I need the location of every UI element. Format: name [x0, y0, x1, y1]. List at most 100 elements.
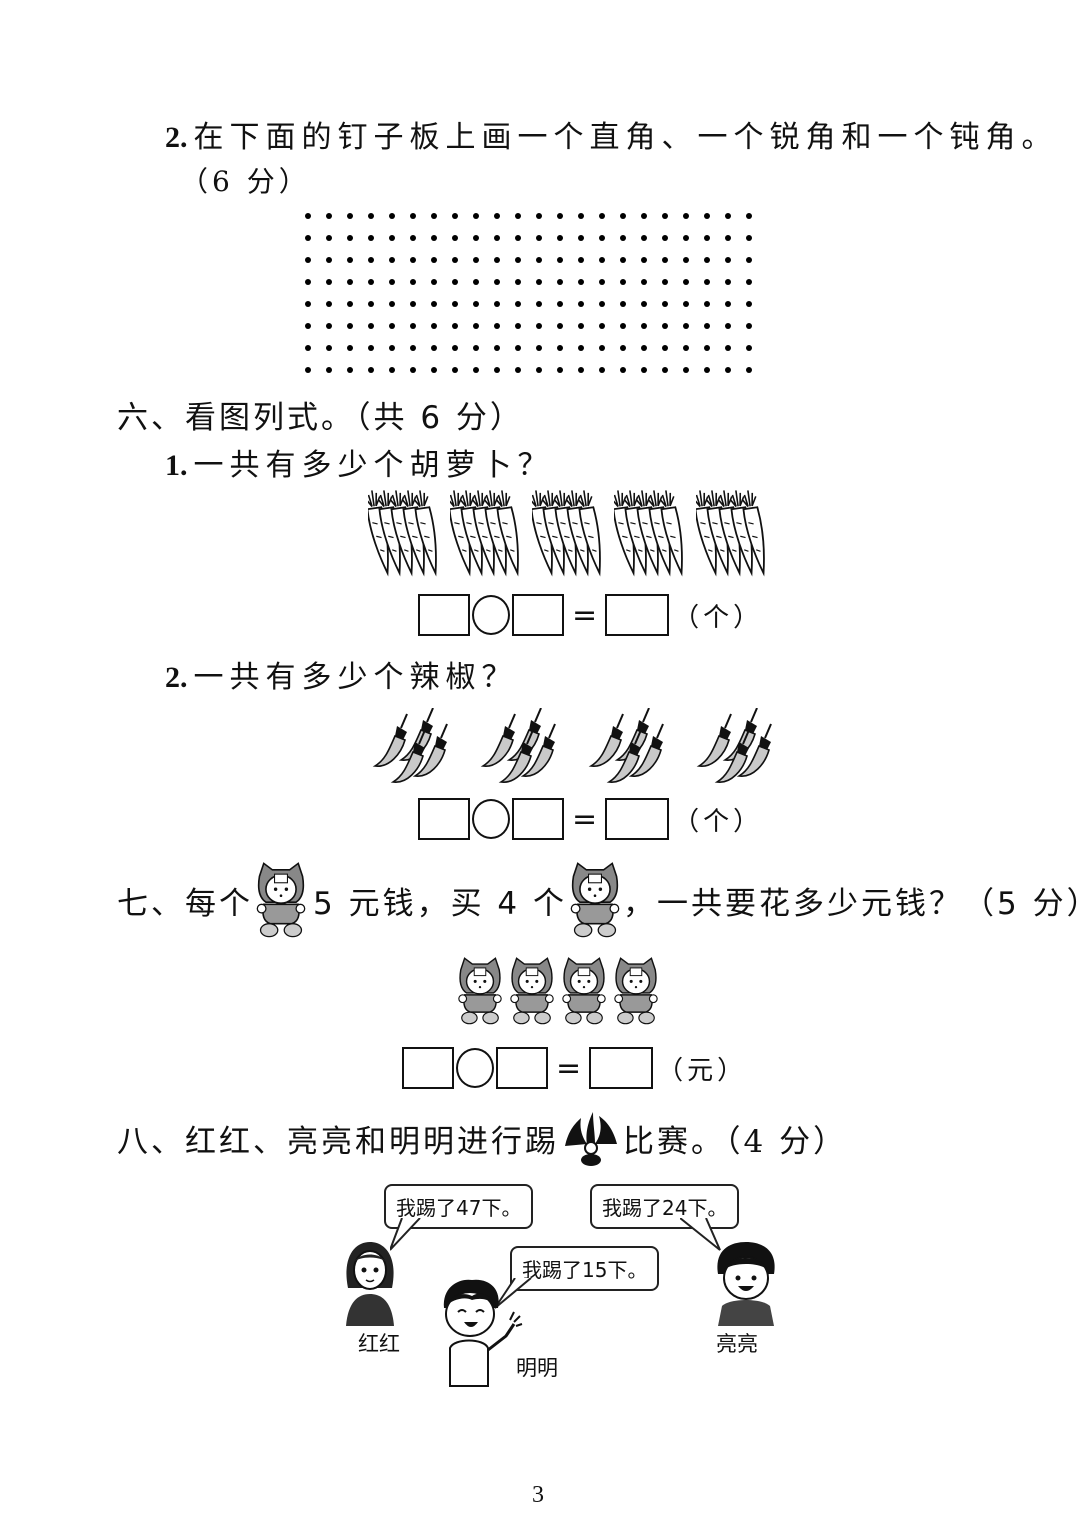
peg-dot[interactable] — [612, 227, 634, 249]
peg-dot[interactable] — [654, 293, 676, 315]
peg-dot[interactable] — [444, 249, 466, 271]
peg-dot[interactable] — [402, 359, 424, 381]
peg-dot[interactable] — [591, 227, 613, 249]
peg-dot[interactable] — [507, 359, 529, 381]
peg-dot[interactable] — [318, 249, 340, 271]
peg-dot[interactable] — [717, 359, 739, 381]
peg-dot[interactable] — [444, 205, 466, 227]
peg-dot[interactable] — [654, 359, 676, 381]
peg-dot[interactable] — [381, 359, 403, 381]
peg-dot[interactable] — [486, 359, 508, 381]
peg-dot[interactable] — [717, 293, 739, 315]
peg-dot[interactable] — [633, 205, 655, 227]
peg-dot[interactable] — [339, 359, 361, 381]
peg-dot[interactable] — [570, 293, 592, 315]
peg-dot[interactable] — [360, 359, 382, 381]
peg-dot[interactable] — [528, 337, 550, 359]
peg-dot[interactable] — [591, 337, 613, 359]
peg-dot[interactable] — [675, 293, 697, 315]
peg-dot[interactable] — [528, 227, 550, 249]
peg-dot[interactable] — [696, 315, 718, 337]
peg-dot[interactable] — [402, 337, 424, 359]
peg-dot[interactable] — [465, 293, 487, 315]
peg-dot[interactable] — [423, 227, 445, 249]
peg-dot[interactable] — [360, 205, 382, 227]
peg-dot[interactable] — [381, 337, 403, 359]
peg-dot[interactable] — [444, 315, 466, 337]
peg-dot[interactable] — [738, 227, 760, 249]
peg-dot[interactable] — [696, 359, 718, 381]
peg-dot[interactable] — [717, 249, 739, 271]
peg-dot[interactable] — [696, 205, 718, 227]
peg-dot[interactable] — [381, 271, 403, 293]
peg-dot[interactable] — [402, 271, 424, 293]
peg-dot[interactable] — [486, 271, 508, 293]
peg-dot[interactable] — [654, 271, 676, 293]
peg-dot[interactable] — [717, 227, 739, 249]
peg-dot[interactable] — [423, 315, 445, 337]
peg-dot[interactable] — [696, 293, 718, 315]
peg-dot[interactable] — [381, 205, 403, 227]
pegboard-grid[interactable] — [297, 205, 759, 381]
peg-dot[interactable] — [423, 271, 445, 293]
peg-dot[interactable] — [318, 227, 340, 249]
peg-dot[interactable] — [318, 205, 340, 227]
peg-dot[interactable] — [549, 227, 571, 249]
peg-dot[interactable] — [570, 337, 592, 359]
peg-dot[interactable] — [360, 315, 382, 337]
peg-dot[interactable] — [339, 315, 361, 337]
peg-dot[interactable] — [381, 293, 403, 315]
peg-dot[interactable] — [528, 249, 550, 271]
peg-dot[interactable] — [465, 315, 487, 337]
peg-dot[interactable] — [654, 227, 676, 249]
peg-dot[interactable] — [507, 227, 529, 249]
peg-dot[interactable] — [465, 205, 487, 227]
peg-dot[interactable] — [591, 271, 613, 293]
peg-dot[interactable] — [675, 359, 697, 381]
peg-dot[interactable] — [633, 315, 655, 337]
peg-dot[interactable] — [612, 205, 634, 227]
peg-dot[interactable] — [318, 359, 340, 381]
peg-dot[interactable] — [549, 359, 571, 381]
peg-dot[interactable] — [717, 205, 739, 227]
peg-dot[interactable] — [717, 337, 739, 359]
answer-box-1[interactable] — [418, 594, 470, 636]
peg-dot[interactable] — [528, 293, 550, 315]
operator-circle[interactable] — [472, 799, 510, 839]
peg-dot[interactable] — [297, 359, 319, 381]
peg-dot[interactable] — [402, 315, 424, 337]
peg-dot[interactable] — [591, 205, 613, 227]
peg-dot[interactable] — [549, 315, 571, 337]
peg-dot[interactable] — [423, 359, 445, 381]
peg-dot[interactable] — [654, 249, 676, 271]
peg-dot[interactable] — [696, 271, 718, 293]
peg-dot[interactable] — [633, 227, 655, 249]
peg-dot[interactable] — [486, 315, 508, 337]
peg-dot[interactable] — [465, 337, 487, 359]
answer-box-2[interactable] — [512, 594, 564, 636]
peg-dot[interactable] — [738, 271, 760, 293]
peg-dot[interactable] — [696, 249, 718, 271]
answer-box-1[interactable] — [402, 1047, 454, 1089]
peg-dot[interactable] — [360, 271, 382, 293]
peg-dot[interactable] — [465, 249, 487, 271]
peg-dot[interactable] — [318, 315, 340, 337]
peg-dot[interactable] — [591, 293, 613, 315]
peg-dot[interactable] — [486, 293, 508, 315]
peg-dot[interactable] — [486, 249, 508, 271]
peg-dot[interactable] — [297, 249, 319, 271]
answer-box-result[interactable] — [589, 1047, 654, 1089]
peg-dot[interactable] — [591, 249, 613, 271]
peg-dot[interactable] — [318, 271, 340, 293]
answer-box-2[interactable] — [512, 798, 564, 840]
peg-dot[interactable] — [612, 271, 634, 293]
peg-dot[interactable] — [738, 205, 760, 227]
peg-dot[interactable] — [423, 337, 445, 359]
peg-dot[interactable] — [444, 293, 466, 315]
peg-dot[interactable] — [549, 293, 571, 315]
peg-dot[interactable] — [297, 293, 319, 315]
answer-box-2[interactable] — [496, 1047, 548, 1089]
peg-dot[interactable] — [423, 205, 445, 227]
peg-dot[interactable] — [444, 227, 466, 249]
peg-dot[interactable] — [654, 315, 676, 337]
